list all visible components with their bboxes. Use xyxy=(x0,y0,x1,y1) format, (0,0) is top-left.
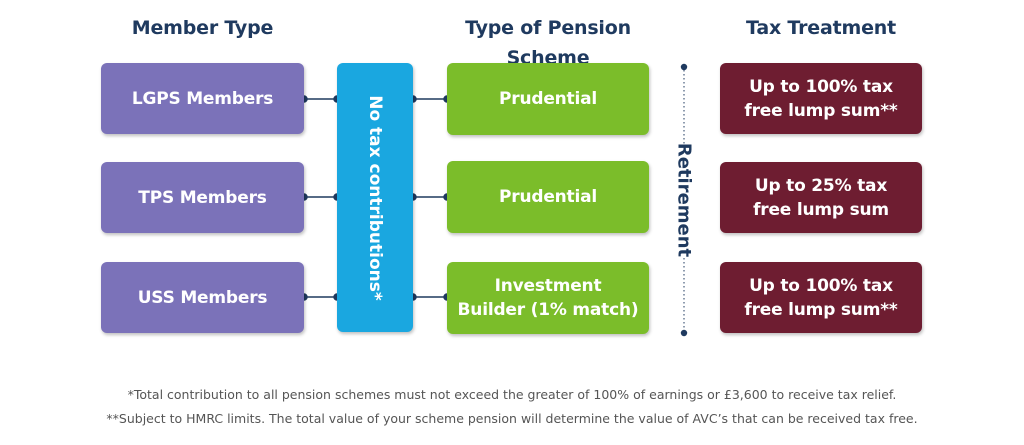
scheme-box-1: Prudential xyxy=(447,63,649,135)
tax-label-line2: free lump sum xyxy=(753,199,889,220)
tax-label-line1: Up to 100% tax xyxy=(749,76,893,97)
tax-label-line1: Up to 100% tax xyxy=(749,275,893,296)
member-label: TPS Members xyxy=(138,187,267,208)
member-box-lgps: LGPS Members xyxy=(101,63,304,134)
tax-box-1: Up to 100% tax free lump sum** xyxy=(720,63,922,134)
contributions-bar: No tax contributions* xyxy=(337,63,413,332)
member-box-tps: TPS Members xyxy=(101,162,304,233)
heading-tax-treatment: Tax Treatment xyxy=(746,17,896,39)
heading-member-type: Member Type xyxy=(131,17,274,39)
member-box-uss: USS Members xyxy=(101,262,304,333)
scheme-box-3: Investment Builder (1% match) xyxy=(447,262,649,334)
scheme-box-2: Prudential xyxy=(447,161,649,233)
tax-box-2: Up to 25% tax free lump sum xyxy=(720,162,922,233)
member-label: USS Members xyxy=(137,287,268,308)
footnote-1: *Total contribution to all pension schem… xyxy=(127,387,897,402)
scheme-label-line2: Builder (1% match) xyxy=(457,300,639,320)
member-label: LGPS Members xyxy=(131,88,274,109)
footnote-2: **Subject to HMRC limits. The total valu… xyxy=(106,411,918,426)
tax-label-line2: free lump sum** xyxy=(744,100,898,121)
scheme-label: Prudential xyxy=(499,89,597,109)
tax-box-3: Up to 100% tax free lump sum** xyxy=(720,262,922,333)
contributions-label: No tax contributions* xyxy=(365,94,385,301)
scheme-label: Prudential xyxy=(499,187,597,207)
tax-label-line2: free lump sum** xyxy=(744,299,898,320)
retirement-label: Retirement xyxy=(673,142,695,258)
tax-label-line1: Up to 25% tax xyxy=(754,175,888,196)
scheme-label-line1: Investment xyxy=(494,276,602,296)
